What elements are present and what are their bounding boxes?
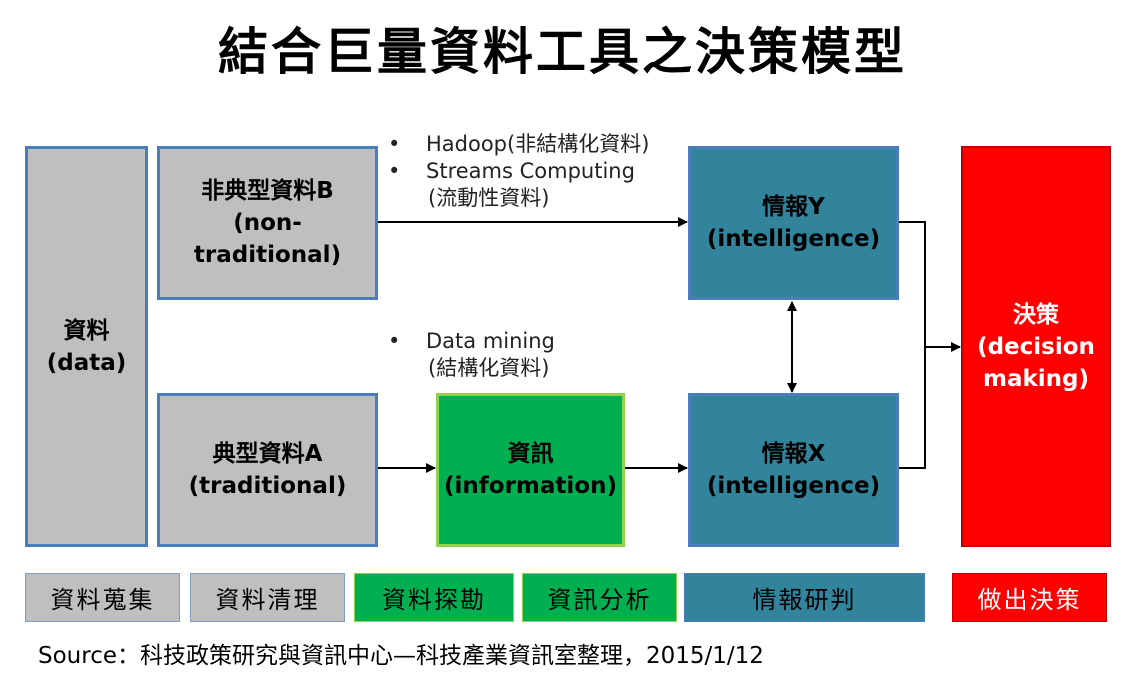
box-decision-label: 決策 [1013,301,1059,328]
box-information-sublabel: (information) [444,473,617,499]
legend-intel-assessment: 情報研判 [684,573,925,622]
legend-data-mining: 資料探勘 [354,573,514,622]
box-traditional-sublabel: (traditional) [188,473,347,499]
legend-info-analysis: 資訊分析 [522,573,677,622]
box-intel-y-sublabel: (intelligence) [706,226,881,252]
note-streams-sub: (流動性資料) [428,186,550,210]
note-tools-unstructured: •Hadoop(非結構化資料) •Streams Computing (流動性資… [388,132,650,210]
page-title: 結合巨量資料工具之決策模型 [218,23,907,81]
box-intel-y-label: 情報Y [762,194,825,220]
box-intel-x-sublabel: (intelligence) [706,473,881,499]
box-data-sublabel: (data) [46,349,127,376]
note-tools-structured: •Data mining (結構化資料) [388,329,555,380]
box-information: 資訊 (information) [436,393,625,547]
box-information-label: 資訊 [507,441,554,467]
note-data-mining-sub: (結構化資料) [428,356,550,380]
box-intel-x-label: 情報X [761,441,826,467]
note-hadoop: Hadoop(非結構化資料) [426,132,650,156]
box-traditional: 典型資料A (traditional) [157,393,378,547]
legend-data-collection: 資料蒐集 [25,573,180,622]
box-nontraditional: 非典型資料B (non-traditional) [157,146,378,300]
box-intel-y: 情報Y (intelligence) [688,146,899,300]
box-traditional-label: 典型資料A [212,441,323,467]
box-intel-x: 情報X (intelligence) [688,393,899,547]
box-decision: 決策 (decision making) [961,146,1111,547]
note-streams: Streams Computing [426,159,635,183]
box-decision-sublabel-1: (decision [977,333,1095,360]
box-nontraditional-sublabel: (non-traditional) [193,210,342,268]
line-intel-to-decision [898,221,926,469]
box-data: 資料 (data) [25,146,148,547]
source-note: Source：科技政策研究與資訊中心—科技產業資訊室整理，2015/1/12 [38,643,764,669]
box-decision-sublabel-2: making) [982,365,1089,392]
legend-data-cleaning: 資料清理 [190,573,345,622]
legend-make-decision: 做出決策 [952,573,1107,622]
box-data-label: 資料 [63,317,110,344]
note-data-mining: Data mining [426,329,555,353]
box-nontraditional-label: 非典型資料B [201,178,334,204]
